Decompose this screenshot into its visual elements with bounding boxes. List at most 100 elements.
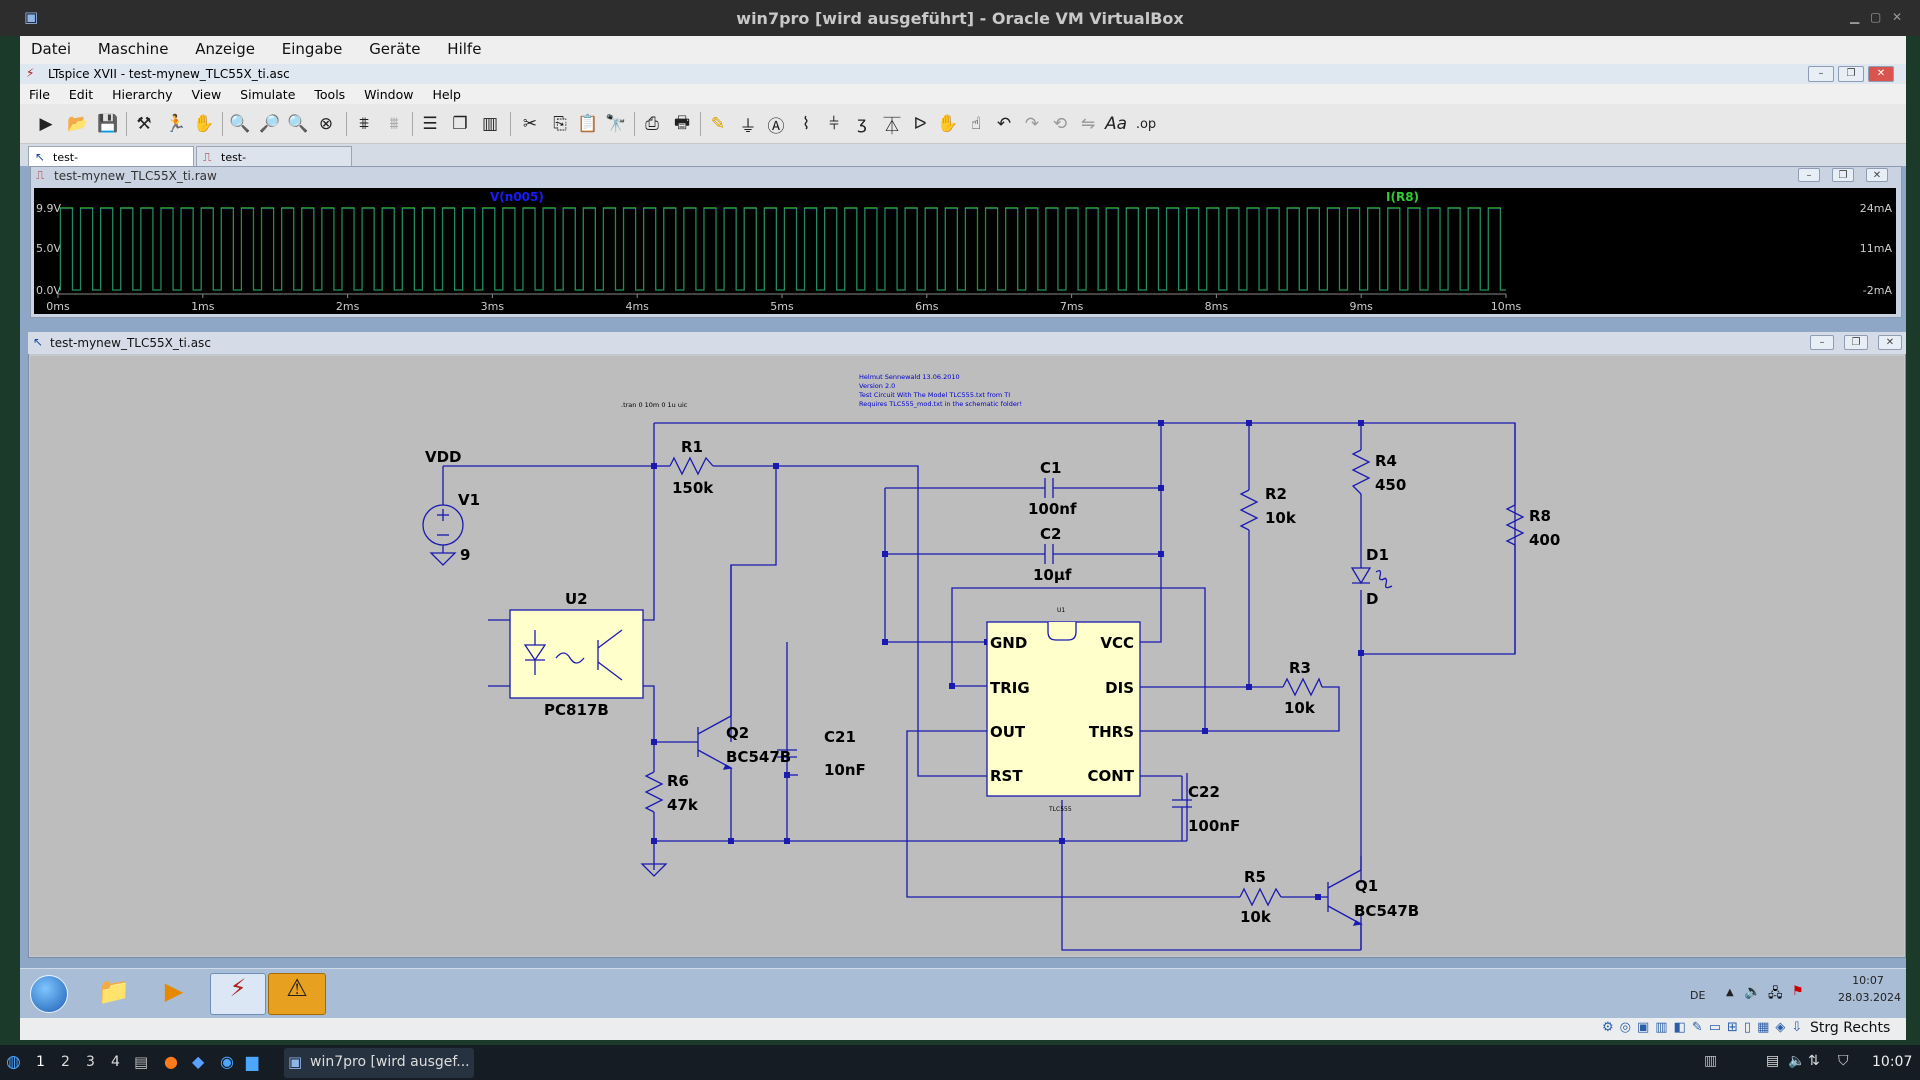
pan-icon[interactable]: 🔎 xyxy=(259,114,281,134)
media-player-icon[interactable]: ▶ xyxy=(164,977,184,1005)
menu-eingabe[interactable]: Eingabe xyxy=(281,40,343,58)
open-folder-icon[interactable]: 📂 xyxy=(67,114,89,134)
mark-icon[interactable]: ⩩ xyxy=(389,114,399,134)
menu-simulate[interactable]: Simulate xyxy=(240,87,296,102)
spice-directive[interactable]: .tran 0 10m 0 1u uic xyxy=(621,401,688,409)
save-icon[interactable]: 💾 xyxy=(97,114,119,134)
menu-maschine[interactable]: Maschine xyxy=(97,40,169,58)
mirror-icon[interactable]: ⇋ xyxy=(1080,114,1096,134)
undo-icon[interactable]: ↶ xyxy=(996,114,1012,134)
cut-icon[interactable]: ✂ xyxy=(522,114,538,134)
autorange-icon[interactable]: ⩨ xyxy=(359,114,369,134)
workspace-2[interactable]: 2 xyxy=(61,1054,70,1070)
volume-icon[interactable]: 🔊 xyxy=(1744,984,1762,1000)
maximize-icon[interactable]: ▢ xyxy=(1870,10,1882,24)
drag-hand-icon[interactable]: ☝ xyxy=(970,114,982,134)
ground-icon[interactable]: ⏚ xyxy=(739,116,757,137)
browser-icon[interactable]: ◉ xyxy=(220,1052,234,1071)
vbox-device-icons[interactable]: ⚙◎▣▥◧✎▭⊞▯▦◈⇩ xyxy=(1602,1020,1809,1035)
action-center-icon[interactable]: ⚑ xyxy=(1792,984,1804,999)
sch-close-button[interactable]: ✕ xyxy=(1878,335,1902,350)
trace1-label[interactable]: V(n005) xyxy=(490,190,544,204)
control-panel-icon[interactable]: ⚒ xyxy=(136,114,152,134)
print-icon[interactable]: 🖶 xyxy=(673,112,691,133)
files-icon[interactable]: ▤ xyxy=(134,1053,149,1071)
menu-hierarchy[interactable]: Hierarchy xyxy=(112,87,173,102)
menu-help[interactable]: Help xyxy=(432,87,461,102)
zoom-in-icon[interactable]: 🔍 xyxy=(229,114,251,134)
network-icon[interactable]: 🖧 xyxy=(1768,986,1783,1001)
host-menu-icon[interactable]: ◍ xyxy=(6,1052,21,1072)
capacitor-icon[interactable]: ⫩ xyxy=(829,114,839,134)
host-task-virtualbox[interactable]: ▣ win7pro [wird ausgef... xyxy=(284,1048,474,1078)
start-orb-icon[interactable] xyxy=(30,975,68,1013)
rotate-icon[interactable]: ⟲ xyxy=(1052,114,1068,134)
spice-directive-icon[interactable]: .op xyxy=(1135,116,1157,132)
net-label-icon[interactable]: Ⓐ xyxy=(767,116,785,137)
win7-clock-time[interactable]: 10:07 xyxy=(1852,974,1884,987)
halt-hand-icon[interactable]: ✋ xyxy=(193,114,215,134)
print-setup-icon[interactable]: ⎙ xyxy=(645,114,659,134)
component-icon[interactable]: ᐅ xyxy=(913,114,927,134)
window-manager-icon[interactable]: ▆ xyxy=(246,1052,259,1071)
ltspice-taskbar-button[interactable]: ⚡ xyxy=(210,973,266,1015)
schematic-canvas[interactable]: VDD V1 9 R1 150k C1 100nf C2 10µf R2 10k… xyxy=(30,356,1904,956)
menu-anzeige[interactable]: Anzeige xyxy=(195,40,255,58)
wave-close-button[interactable]: ✕ xyxy=(1866,168,1888,182)
u2-optocoupler-box[interactable] xyxy=(509,609,644,699)
trace2-label[interactable]: I(R8) xyxy=(1386,190,1419,204)
paste-icon[interactable]: 📋 xyxy=(577,114,599,134)
workspace-1[interactable]: 1 xyxy=(36,1054,45,1070)
tab-waveform[interactable]: ⎍ test-mynew_TLC55X_ti.raw xyxy=(196,146,352,177)
run-man-icon[interactable]: 🏃 xyxy=(165,114,187,134)
clipboard-icon[interactable]: ▥ xyxy=(1704,1053,1718,1069)
close-icon[interactable]: ✕ xyxy=(1892,10,1903,24)
inductor-icon[interactable]: ʒ xyxy=(857,114,867,134)
tile-horizontal-icon[interactable]: ☰ xyxy=(422,114,438,134)
find-icon[interactable]: 🔭 xyxy=(605,114,627,134)
win7-clock-date[interactable]: 28.03.2024 xyxy=(1838,991,1901,1004)
language-indicator[interactable]: DE xyxy=(1690,989,1706,1002)
menu-hilfe[interactable]: Hilfe xyxy=(447,40,482,58)
wave-restore-button[interactable]: ❐ xyxy=(1832,168,1854,182)
ltspice-close-button[interactable]: ✕ xyxy=(1868,66,1894,82)
resistor-icon[interactable]: ⌇ xyxy=(801,114,811,134)
sch-restore-button[interactable]: ❐ xyxy=(1844,335,1868,350)
waveform-plot[interactable]: V(n005) I(R8) 9.9V 5.0V 0.0V 24mA 11mA -… xyxy=(34,188,1896,314)
chat-icon[interactable]: ◆ xyxy=(192,1052,205,1071)
firefox-icon[interactable]: ● xyxy=(164,1052,178,1071)
menu-window[interactable]: Window xyxy=(364,87,414,102)
explorer-folder-icon[interactable]: 📁 xyxy=(97,977,131,1007)
move-hand-icon[interactable]: ✋ xyxy=(937,114,959,134)
menu-geraete[interactable]: Geräte xyxy=(369,40,421,58)
wave-minimize-button[interactable]: – xyxy=(1798,168,1820,182)
menu-file[interactable]: File xyxy=(29,87,50,102)
menu-view[interactable]: View xyxy=(191,87,222,102)
ltspice-restore-button[interactable]: ❐ xyxy=(1838,66,1864,82)
ltspice-minimize-button[interactable]: – xyxy=(1808,66,1834,82)
u1-tlc555-body[interactable] xyxy=(986,621,1141,797)
warning-taskbar-icon[interactable]: ⚠ xyxy=(268,973,326,1015)
workspace-3[interactable]: 3 xyxy=(86,1054,95,1070)
copy-icon[interactable]: ⎘ xyxy=(553,114,567,134)
host-tray-icon[interactable]: ▤ xyxy=(1766,1053,1780,1069)
tray-arrow-icon[interactable]: ▲ xyxy=(1726,987,1734,998)
host-shield-icon[interactable]: ⛉ xyxy=(1838,1053,1849,1069)
cascade-icon[interactable]: ❐ xyxy=(452,114,468,134)
minimize-icon[interactable]: ▁ xyxy=(1850,10,1860,24)
redo-icon[interactable]: ↷ xyxy=(1024,114,1040,134)
tile-vertical-icon[interactable]: ▥ xyxy=(481,114,499,134)
host-network-icon[interactable]: ⇅ xyxy=(1808,1053,1820,1069)
menu-datei[interactable]: Datei xyxy=(31,40,72,58)
host-clock[interactable]: 10:07 xyxy=(1872,1054,1913,1070)
zoom-fit-icon[interactable]: ⊗ xyxy=(318,114,334,134)
run-icon[interactable]: ▶ xyxy=(39,114,53,134)
wire-pencil-icon[interactable]: ✎ xyxy=(710,114,726,134)
zoom-out-icon[interactable]: 🔍 xyxy=(287,114,309,134)
text-icon[interactable]: Aa xyxy=(1104,114,1128,134)
workspace-4[interactable]: 4 xyxy=(111,1054,120,1070)
diode-icon[interactable]: ⏄ xyxy=(883,116,901,137)
menu-tools[interactable]: Tools xyxy=(314,87,346,102)
menu-edit[interactable]: Edit xyxy=(68,87,94,102)
sch-minimize-button[interactable]: – xyxy=(1810,335,1834,350)
